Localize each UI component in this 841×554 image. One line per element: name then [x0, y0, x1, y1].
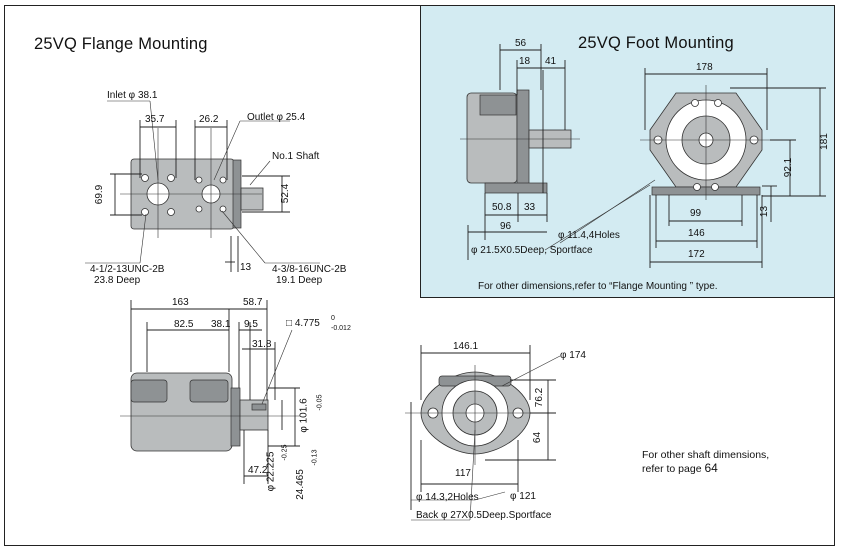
dim-56: 56 [515, 38, 527, 49]
shaft-note-line-1: For other shaft dimensions, [642, 449, 770, 461]
dim-146-1: 146.1 [453, 341, 479, 352]
dim-76-2: 76.2 [534, 387, 546, 408]
flange-top-view [85, 100, 320, 272]
outlet-label: Outlet φ 25.4 [247, 112, 306, 123]
dim-13-flange: 13 [240, 262, 252, 273]
dim-82-5: 82.5 [174, 319, 194, 330]
thread-left-2: 23.8 Deep [94, 275, 141, 286]
dim-146: 146 [688, 228, 705, 239]
dim-163: 163 [172, 297, 189, 308]
dim-117: 117 [455, 468, 471, 479]
dim-69-9: 69.9 [94, 184, 106, 205]
dim-50-8: 50.8 [492, 202, 512, 213]
key-tol-top: 0 [331, 315, 335, 322]
front-view [405, 345, 561, 521]
dim-181: 181 [818, 133, 830, 150]
foot-front-view [544, 68, 826, 268]
back-spotface-note: Back φ 27X0.5Deep.Sportface [416, 510, 552, 521]
dim-64: 64 [532, 431, 544, 444]
dim-41: 41 [545, 56, 557, 67]
key-dim: □ 4.775 [286, 318, 320, 329]
shaft-note-line-2: refer to page 64 [642, 462, 718, 475]
foot-other-dimensions-note: For other dimensions,refer to “Flange Mo… [478, 281, 718, 292]
foot-mounting-title: 25VQ Foot Mounting [578, 34, 734, 52]
dim-35-7: 35.7 [145, 114, 165, 125]
dim-phi-121: φ 121 [510, 491, 536, 502]
dim-18: 18 [519, 56, 531, 67]
dim-178: 178 [696, 62, 713, 73]
dim-13-foot: 13 [759, 205, 771, 218]
dim-58-7: 58.7 [243, 297, 263, 308]
dim-9-5: 9.5 [244, 319, 258, 330]
dim-24-465: 24.465 [294, 469, 306, 500]
side-view [120, 300, 300, 484]
dim-101-6-tol: -0.05 [316, 394, 324, 411]
dim-24-465-tol: -0.13 [311, 449, 319, 466]
page-reference: 64 [704, 461, 718, 475]
dim-92-1: 92.1 [783, 157, 795, 178]
key-tol-bot: -0.012 [331, 325, 351, 332]
dim-99: 99 [690, 208, 702, 219]
inlet-label: Inlet φ 38.1 [107, 90, 158, 101]
thread-right-1: 4-3/8-16UNC-2B [272, 264, 347, 275]
foot-holes-note: φ 11.4,4Holes [558, 230, 620, 241]
thread-right-2: 19.1 Deep [276, 275, 323, 286]
dim-31-8: 31.8 [252, 339, 272, 350]
dim-52-4: 52.4 [280, 183, 292, 204]
dim-phi-174: φ 174 [560, 350, 586, 361]
dim-22-225-tol: -0.25 [281, 444, 289, 461]
flange-mounting-title: 25VQ Flange Mounting [34, 35, 208, 53]
dim-101-6: φ 101.6 [298, 398, 310, 433]
shaft-label: No.1 Shaft [272, 151, 320, 162]
thread-left-1: 4-1/2-13UNC-2B [90, 264, 165, 275]
dim-33: 33 [524, 202, 536, 213]
shaft-note-text: refer to page [642, 463, 702, 475]
foot-side-view [460, 44, 580, 260]
dim-47-2: 47.2 [248, 465, 268, 476]
dim-26-2: 26.2 [199, 114, 219, 125]
foot-spotface-note: φ 21.5X0.5Deep, Sportface [471, 245, 593, 256]
dim-22-225: φ 22.225 [265, 451, 277, 492]
dim-38-1: 38.1 [211, 319, 231, 330]
dim-172: 172 [688, 249, 705, 260]
dim-96: 96 [500, 221, 512, 232]
holes-note: φ 14.3,2Holes [416, 492, 479, 503]
